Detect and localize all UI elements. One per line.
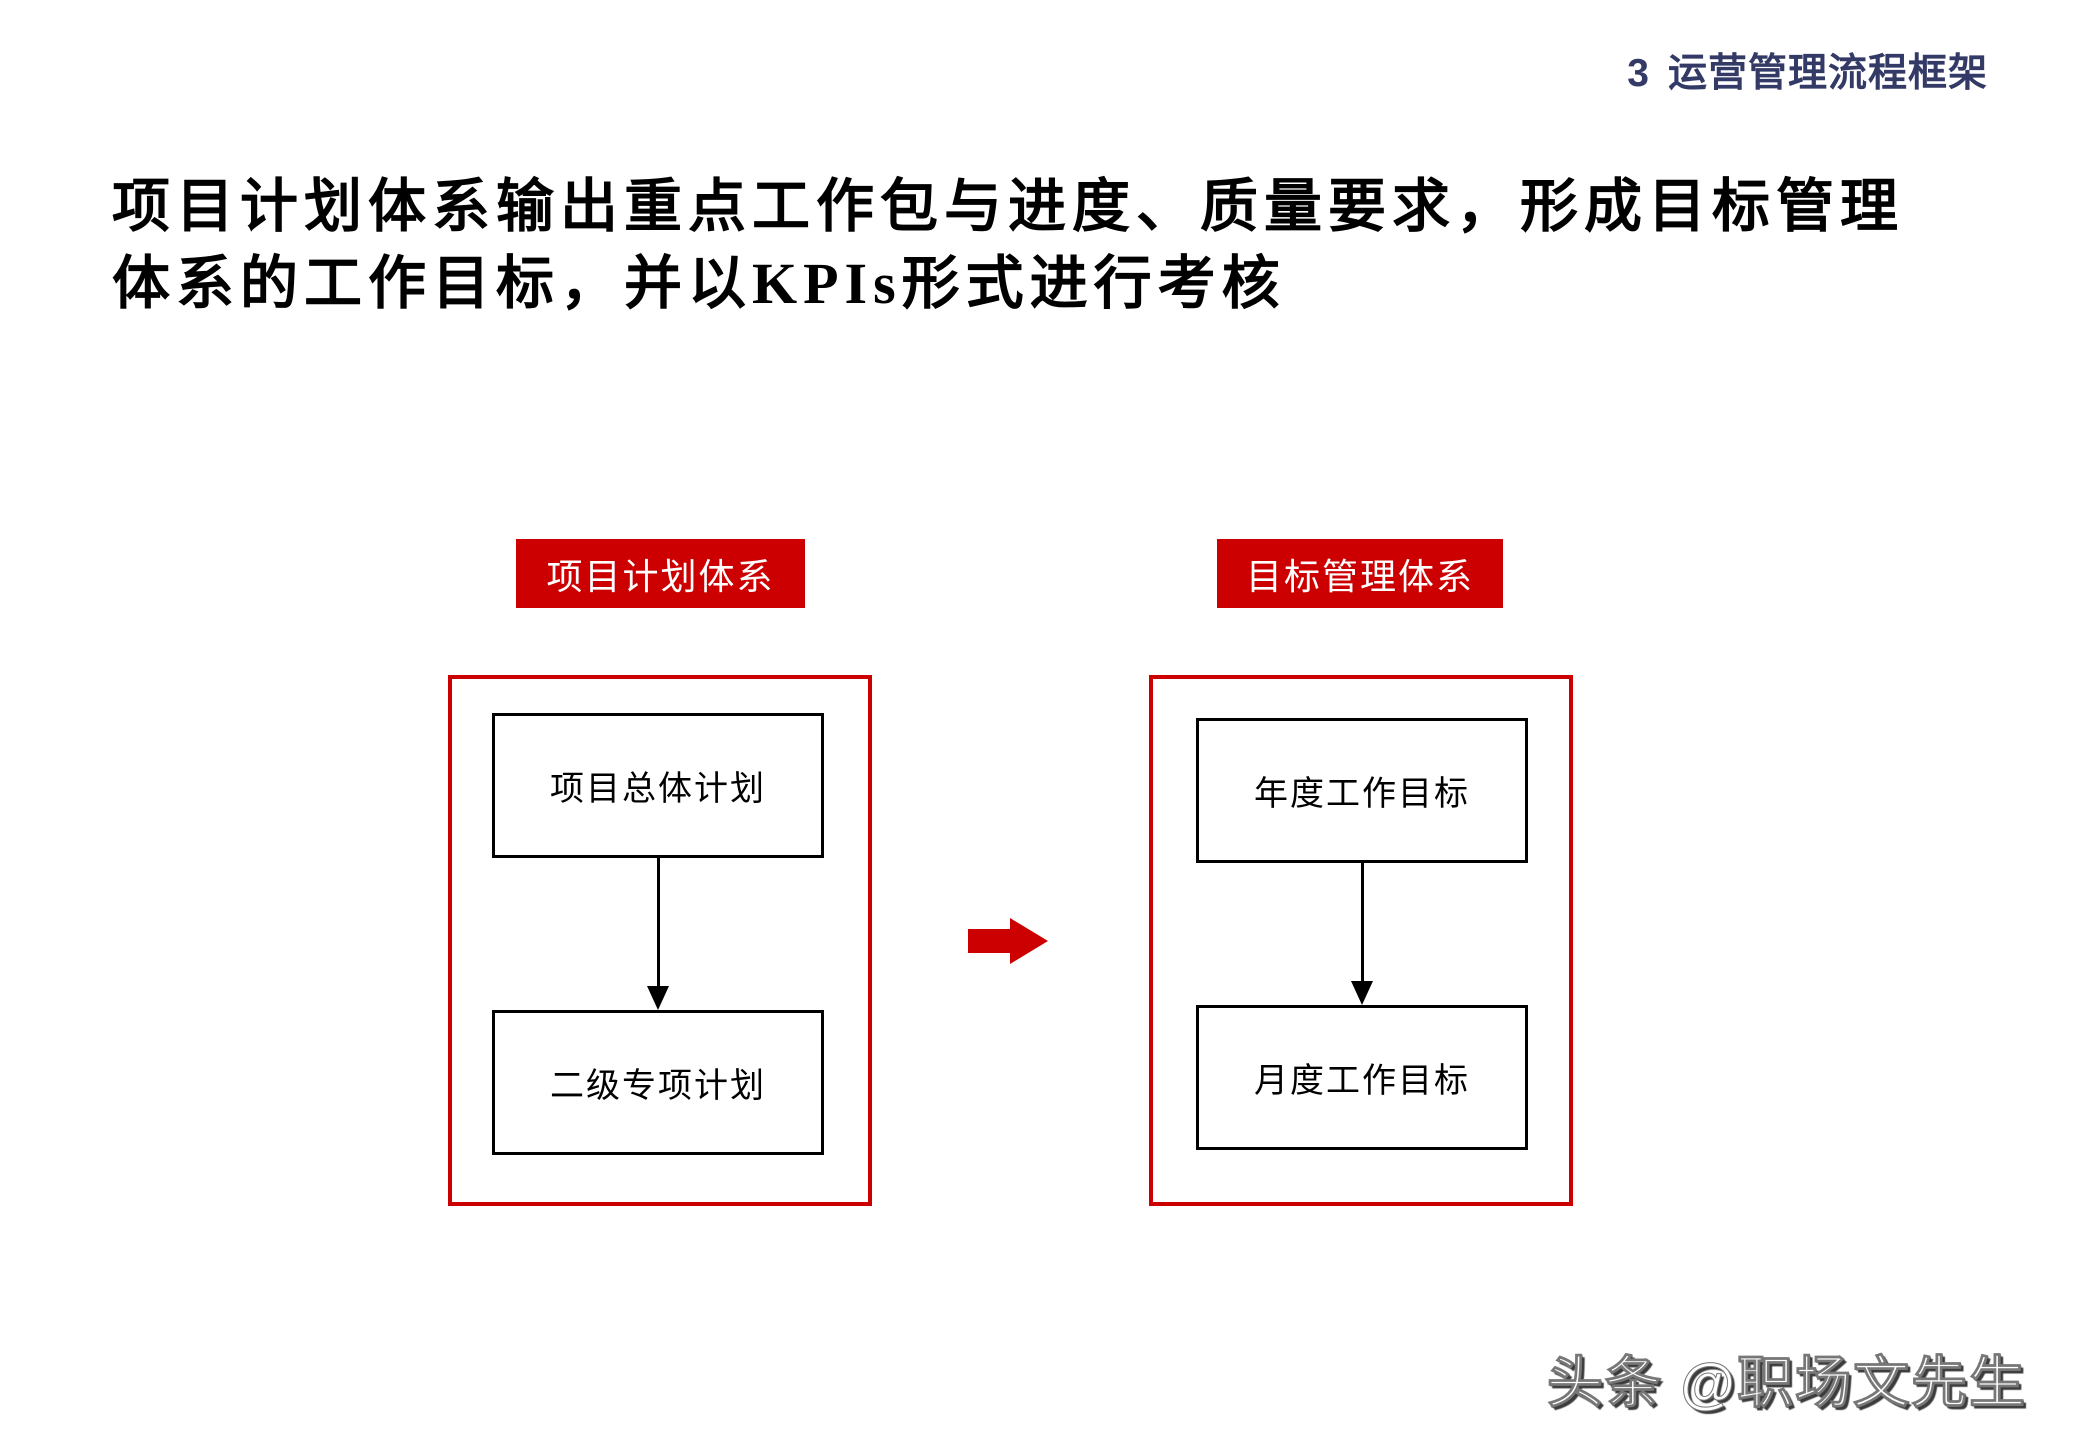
- flow-node-project-master-plan: 项目总体计划: [492, 713, 824, 858]
- section-number: 3: [1627, 52, 1650, 95]
- connector-line: [1360, 863, 1364, 983]
- flow-node-monthly-work-goal: 月度工作目标: [1196, 1005, 1528, 1150]
- slide-title: 项目计划体系输出重点工作包与进度、质量要求，形成目标管理 体系的工作目标，并以K…: [112, 168, 1972, 322]
- down-arrow-icon: [1351, 863, 1373, 1005]
- slide-title-line1: 项目计划体系输出重点工作包与进度、质量要求，形成目标管理: [112, 174, 1905, 239]
- down-arrow-icon: [647, 858, 669, 1010]
- watermark: 头条 @职场文先生: [1546, 1351, 2027, 1415]
- right-system-header: 目标管理体系: [1217, 539, 1503, 608]
- connector-arrowhead: [1351, 981, 1373, 1005]
- slide-title-line2: 体系的工作目标，并以KPIs形式进行考核: [112, 251, 1286, 316]
- section-title: 运营管理流程框架: [1667, 52, 1988, 95]
- page-header: 3 运营管理流程框架: [1627, 42, 1988, 98]
- right-block-arrow-icon: [968, 918, 1048, 964]
- connector-line: [656, 858, 660, 988]
- connector-arrowhead: [647, 986, 669, 1010]
- flow-node-secondary-special-plan: 二级专项计划: [492, 1010, 824, 1155]
- left-system-header: 项目计划体系: [516, 539, 805, 608]
- flow-node-annual-work-goal: 年度工作目标: [1196, 718, 1528, 863]
